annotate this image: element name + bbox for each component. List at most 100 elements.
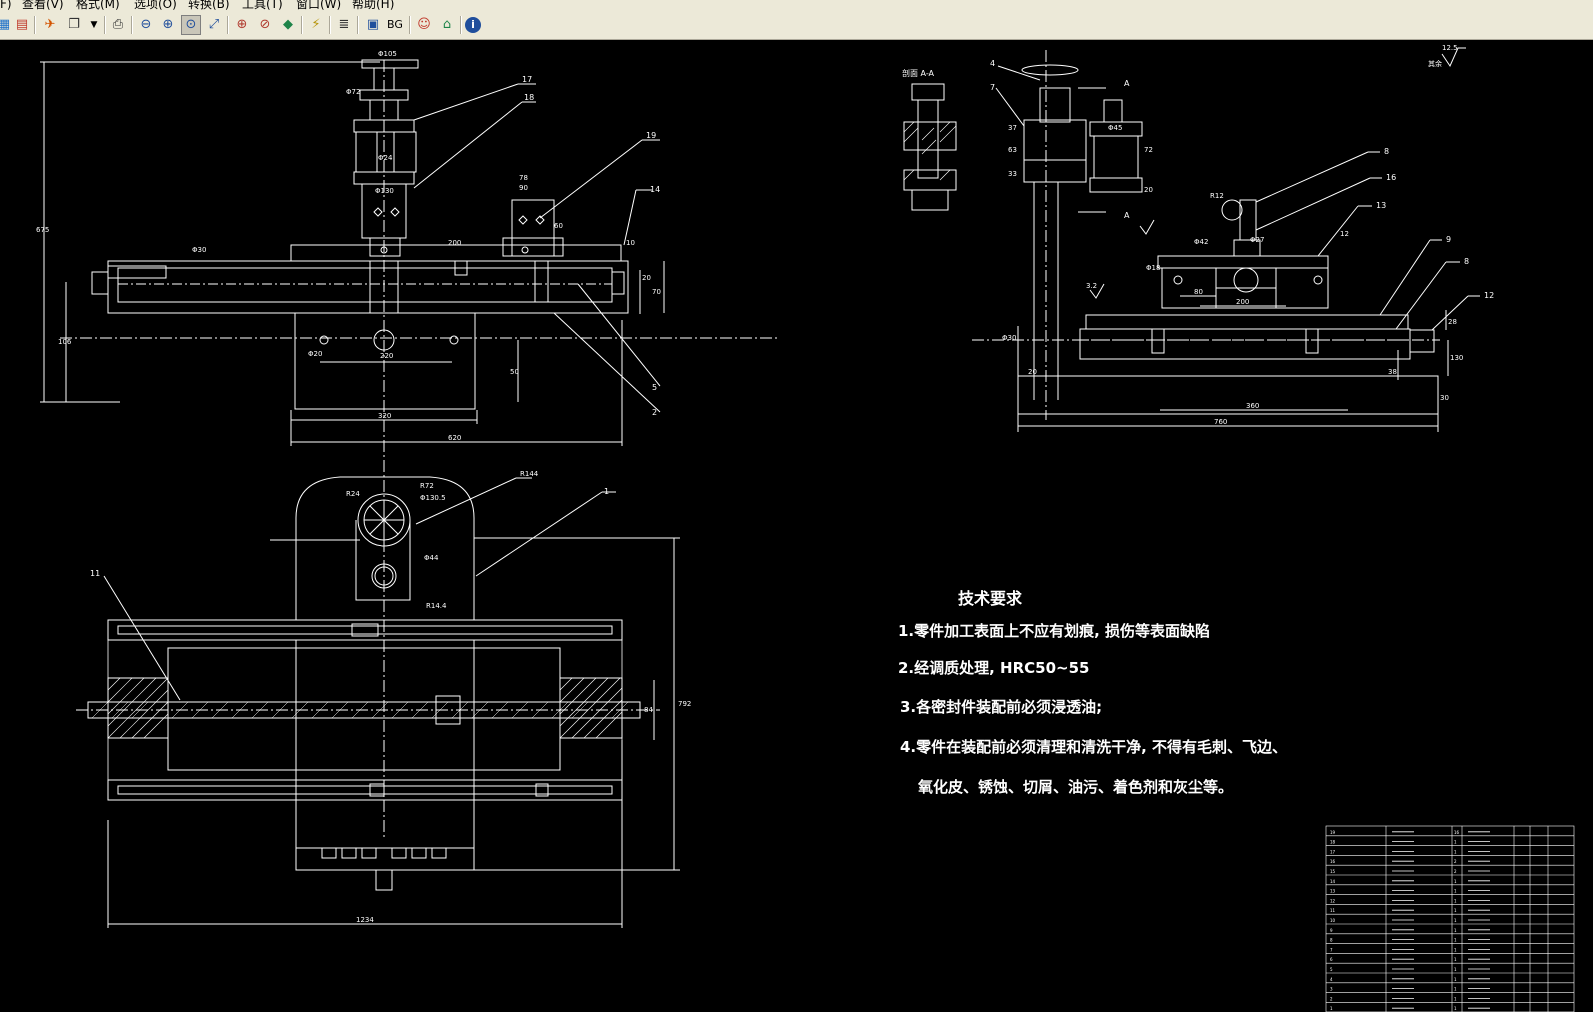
- menu-format[interactable]: 格式(M): [76, 0, 120, 11]
- bom-row-qty: 1: [1454, 938, 1457, 943]
- dropdown-arrow-icon[interactable]: ▼: [90, 20, 98, 30]
- dim-side-19: 130: [1450, 354, 1463, 362]
- dim-side-5: Φ45: [1108, 124, 1122, 132]
- info-icon[interactable]: i: [465, 17, 481, 33]
- cad-drawing: Φ105 Φ72 Φ24 Φ130 78 90 60 200 Φ30 675 1…: [36, 44, 1575, 1012]
- home-icon[interactable]: ⌂: [442, 17, 452, 32]
- dim-front-7: 200: [448, 239, 461, 247]
- monitor-icon[interactable]: ▣: [366, 17, 380, 32]
- toolbar-separator: [227, 16, 229, 34]
- copy-icon[interactable]: ❐: [68, 17, 80, 32]
- toolbar-separator: [409, 16, 411, 34]
- dim-front-2: Φ24: [378, 154, 393, 162]
- section-label: 剖面 A-A: [902, 68, 935, 78]
- file-icon[interactable]: ▤: [15, 17, 29, 32]
- part-label-16: 16: [1386, 173, 1396, 182]
- menu-help[interactable]: 帮助(H): [352, 0, 395, 11]
- app-icon[interactable]: ▦: [0, 17, 11, 32]
- zoom-out-icon[interactable]: ⊖: [140, 17, 152, 32]
- drawing-canvas[interactable]: Φ105 Φ72 Φ24 Φ130 78 90 60 200 Φ30 675 1…: [0, 40, 1593, 1012]
- dim-side-15: 28: [1448, 318, 1457, 326]
- realtime-pan-icon[interactable]: ◆: [283, 17, 293, 32]
- part-label-13: 13: [1376, 201, 1386, 210]
- bom-row-number: 2: [1330, 996, 1333, 1001]
- dim-side-9: Φ27: [1250, 236, 1264, 244]
- tech-requirement-5: 氧化皮、锈蚀、切屑、油污、着色剂和灰尘等。: [918, 778, 1234, 796]
- layers-icon[interactable]: ≣: [338, 17, 350, 32]
- bom-table: [1325, 825, 1575, 1012]
- part-label-5: 5: [652, 383, 657, 392]
- dim-front-16: 50: [510, 368, 519, 376]
- part-label-7: 7: [990, 83, 995, 92]
- bom-row-number: 6: [1330, 957, 1333, 962]
- dim-side-2: 33: [1008, 170, 1017, 178]
- menu-tools[interactable]: 工具(T): [242, 0, 283, 11]
- dim-front-18: 620: [448, 434, 461, 442]
- dim-front-8: Φ30: [192, 246, 206, 254]
- bom-row-number: 16: [1330, 859, 1336, 864]
- bom-row-number: 11: [1330, 908, 1336, 913]
- dim-side-17: 20: [1028, 368, 1037, 376]
- bom-row-qty: 1: [1454, 879, 1457, 884]
- send-icon[interactable]: ✈: [44, 17, 56, 32]
- bom-row-number: 7: [1330, 947, 1333, 952]
- dim-front-12: 70: [652, 288, 661, 296]
- bom-row-qty: 1: [1454, 889, 1457, 894]
- pan-zoom-icon[interactable]: ⤢: [208, 17, 220, 32]
- part-label-9: 9: [1446, 235, 1451, 244]
- bom-row-number: 5: [1330, 967, 1333, 972]
- bom-row-qty: 1: [1454, 1006, 1457, 1011]
- toolbar-separator: [460, 16, 462, 34]
- toolbar-separator: [329, 16, 331, 34]
- bg-button[interactable]: BG: [387, 18, 403, 31]
- bom-row-qty: 16: [1454, 830, 1460, 835]
- toolbar-separator: [131, 16, 133, 34]
- dim-plan-8: 1234: [356, 916, 374, 924]
- dim-side-0: 37: [1008, 124, 1017, 132]
- measure-icon[interactable]: ⚡: [311, 17, 321, 32]
- menu-options[interactable]: 选项(O): [134, 0, 177, 11]
- bom-row-number: 13: [1330, 889, 1336, 894]
- dim-front-0: Φ105: [378, 50, 397, 58]
- menu-view[interactable]: 查看(V): [22, 0, 64, 11]
- bom-row-qty: 1: [1454, 996, 1457, 1001]
- zoom-all-icon[interactable]: ⊕: [236, 17, 248, 32]
- part-label-4: 4: [990, 59, 995, 68]
- bom-row-qty: 1: [1454, 898, 1457, 903]
- bom-row-qty: 1: [1454, 977, 1457, 982]
- dim-plan-7: 84: [644, 706, 653, 714]
- tech-requirement-3: 3.各密封件装配前必须浸透油;: [900, 698, 1103, 716]
- dim-plan-0: R144: [520, 470, 539, 478]
- dim-side-14: 12: [1340, 230, 1349, 238]
- bom-row-number: 3: [1330, 987, 1333, 992]
- dim-side-21: 760: [1214, 418, 1227, 426]
- section-aa-view: 剖面 A-A: [902, 68, 957, 211]
- dim-side-6: R12: [1210, 192, 1224, 200]
- bom-row-qty: 1: [1454, 918, 1457, 923]
- print-icon[interactable]: ⎙: [112, 17, 124, 32]
- dim-plan-1: R72: [420, 482, 434, 490]
- zoom-previous-icon[interactable]: ⊘: [259, 17, 271, 32]
- dim-plan-3: R24: [346, 490, 360, 498]
- dim-side-12: 200: [1236, 298, 1249, 306]
- dim-side-7: Φ42: [1194, 238, 1208, 246]
- bom-row-number: 8: [1330, 938, 1333, 943]
- menu-file[interactable]: F): [0, 0, 12, 11]
- bom-row-number: 9: [1330, 928, 1333, 933]
- bom-row-number: 4: [1330, 977, 1333, 982]
- dim-plan-6: 792: [678, 700, 691, 708]
- tech-requirement-4: 4.零件在装配前必须清理和清洗干净, 不得有毛刺、飞边、: [900, 738, 1288, 756]
- dim-plan-4: Φ44: [424, 554, 439, 562]
- bom-row-number: 12: [1330, 898, 1336, 903]
- bom-row-number: 15: [1330, 869, 1336, 874]
- user-icon[interactable]: ☺: [417, 17, 431, 32]
- menu-convert[interactable]: 转换(B): [188, 0, 230, 11]
- menu-window[interactable]: 窗口(W): [296, 0, 342, 11]
- zoom-in-icon[interactable]: ⊕: [162, 17, 174, 32]
- dim-front-13: 20: [642, 274, 651, 282]
- part-label-18: 18: [524, 93, 534, 102]
- part-label-14: 14: [650, 185, 660, 194]
- toolbar-separator: [301, 16, 303, 34]
- bom-row-number: 17: [1330, 849, 1336, 854]
- zoom-window-icon[interactable]: ⊙: [181, 15, 201, 35]
